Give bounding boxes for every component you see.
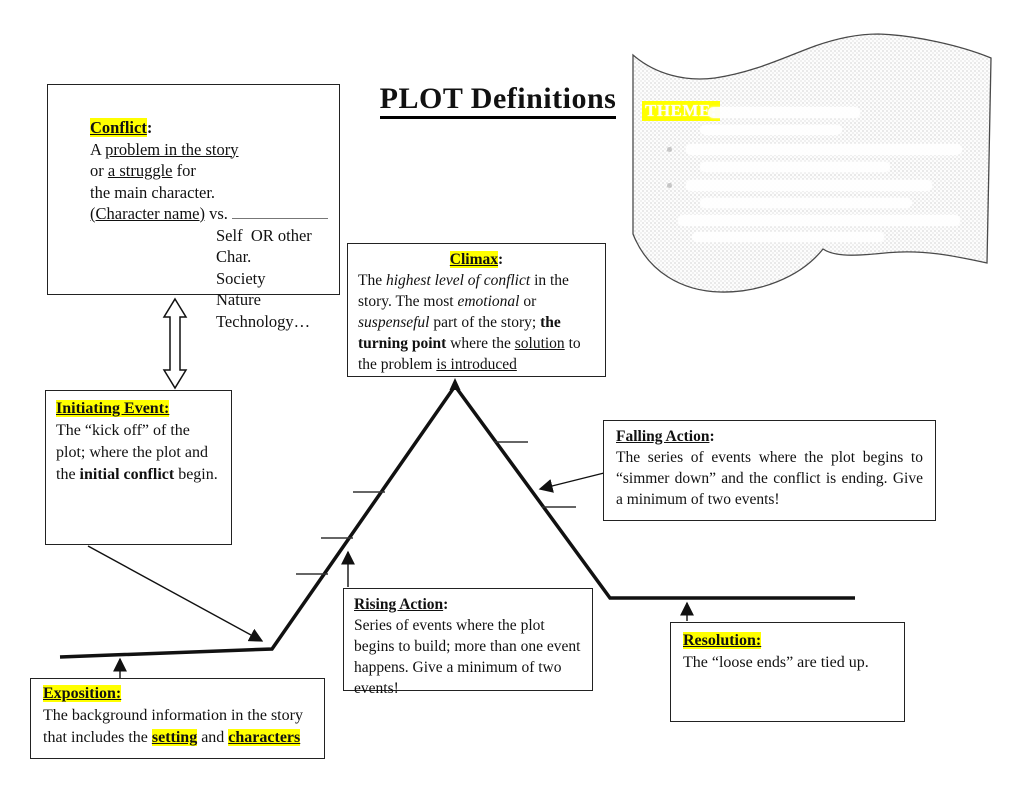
climax-box: Climax: The highest level of conflict in… bbox=[347, 243, 606, 377]
conflict-line-2: or a struggle for bbox=[90, 161, 196, 180]
theme-scroll: THEME: bbox=[630, 30, 1015, 302]
conflict-line-4: (Character name) vs. bbox=[90, 203, 331, 225]
conflict-option-2: Society bbox=[216, 268, 266, 288]
conflict-line-3: the main character. bbox=[90, 182, 216, 202]
initiating-event-body: The “kick off” of the plot; where the pl… bbox=[56, 422, 218, 483]
conflict-line-1: A problem in the story bbox=[90, 139, 239, 159]
falling-action-arrow bbox=[538, 472, 605, 493]
bullet-icon bbox=[667, 183, 672, 188]
illegible-text-line bbox=[700, 162, 890, 172]
illegible-text-line bbox=[708, 107, 860, 118]
climax-arrowhead bbox=[449, 378, 461, 390]
rising-action-heading: Rising Action: bbox=[354, 596, 449, 613]
conflict-initiating-double-arrow-icon bbox=[162, 297, 188, 390]
illegible-text-line bbox=[700, 125, 842, 135]
initiating-event-box: Initiating Event: The “kick off” of the … bbox=[45, 390, 232, 545]
illegible-text-line bbox=[692, 232, 884, 242]
rising-action-box: Rising Action: Series of events where th… bbox=[343, 588, 593, 697]
resolution-body: The “loose ends” are tied up. bbox=[683, 654, 869, 671]
falling-action-heading: Falling Action: bbox=[616, 428, 715, 445]
exposition-box: Exposition: The background information i… bbox=[30, 678, 325, 759]
illegible-text-line bbox=[686, 144, 962, 155]
page-title-text: PLOT Definitions bbox=[379, 82, 617, 119]
theme-label: THEME: bbox=[642, 101, 720, 121]
conflict-option-3: Nature bbox=[216, 290, 261, 309]
exposition-heading: Exposition: bbox=[43, 685, 122, 702]
initiating-event-heading: Initiating Event: bbox=[56, 400, 170, 417]
climax-heading: Climax: bbox=[449, 251, 504, 268]
resolution-box: Resolution: The “loose ends” are tied up… bbox=[670, 622, 905, 722]
conflict-heading: Conflict: bbox=[90, 118, 153, 137]
illegible-text-line bbox=[678, 215, 960, 226]
conflict-box: Conflict: A problem in the story or a st… bbox=[47, 84, 340, 331]
illegible-text-line bbox=[700, 198, 912, 208]
exposition-body: The background information in the story … bbox=[43, 707, 303, 746]
bullet-icon bbox=[667, 147, 672, 152]
conflict-option-4: Technology… bbox=[216, 311, 311, 331]
page-title: PLOT Definitions bbox=[326, 82, 670, 119]
falling-action-box: Falling Action: The series of events whe… bbox=[603, 420, 936, 521]
climax-body: The highest level of conflict in the sto… bbox=[358, 272, 581, 373]
rising-action-body: Series of events where the plot begins t… bbox=[354, 617, 581, 697]
initiating-event-arrow bbox=[87, 545, 264, 642]
resolution-heading: Resolution: bbox=[683, 632, 762, 649]
illegible-text-line bbox=[686, 180, 932, 191]
falling-action-body: The series of events where the plot begi… bbox=[616, 449, 923, 508]
fill-in-blank bbox=[232, 203, 329, 219]
conflict-option-1: Self OR other Char. bbox=[216, 225, 312, 267]
